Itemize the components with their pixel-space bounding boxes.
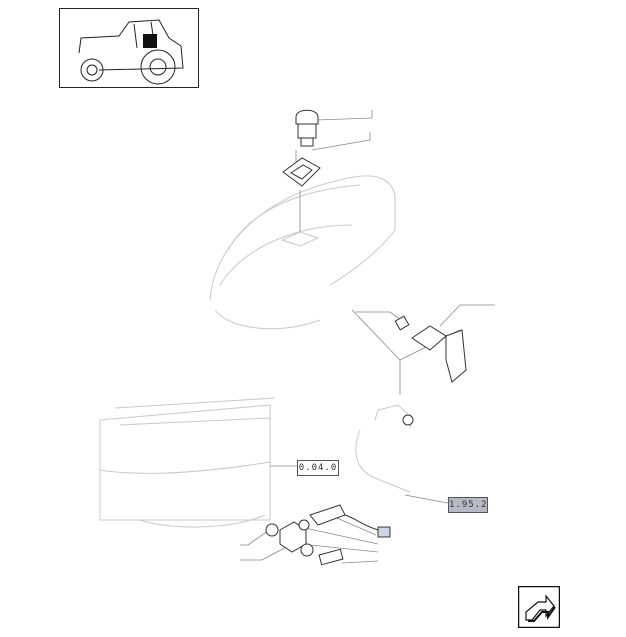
tractor-thumbnail — [59, 8, 199, 88]
next-page-arrow-button[interactable] — [517, 585, 561, 629]
reference-box-1-95-2[interactable]: 1.95.2 — [448, 497, 488, 513]
reference-box-0-04-0[interactable]: 0.04.0 — [297, 460, 339, 476]
arrow-icon — [517, 585, 561, 629]
tractor-icon — [59, 8, 199, 88]
